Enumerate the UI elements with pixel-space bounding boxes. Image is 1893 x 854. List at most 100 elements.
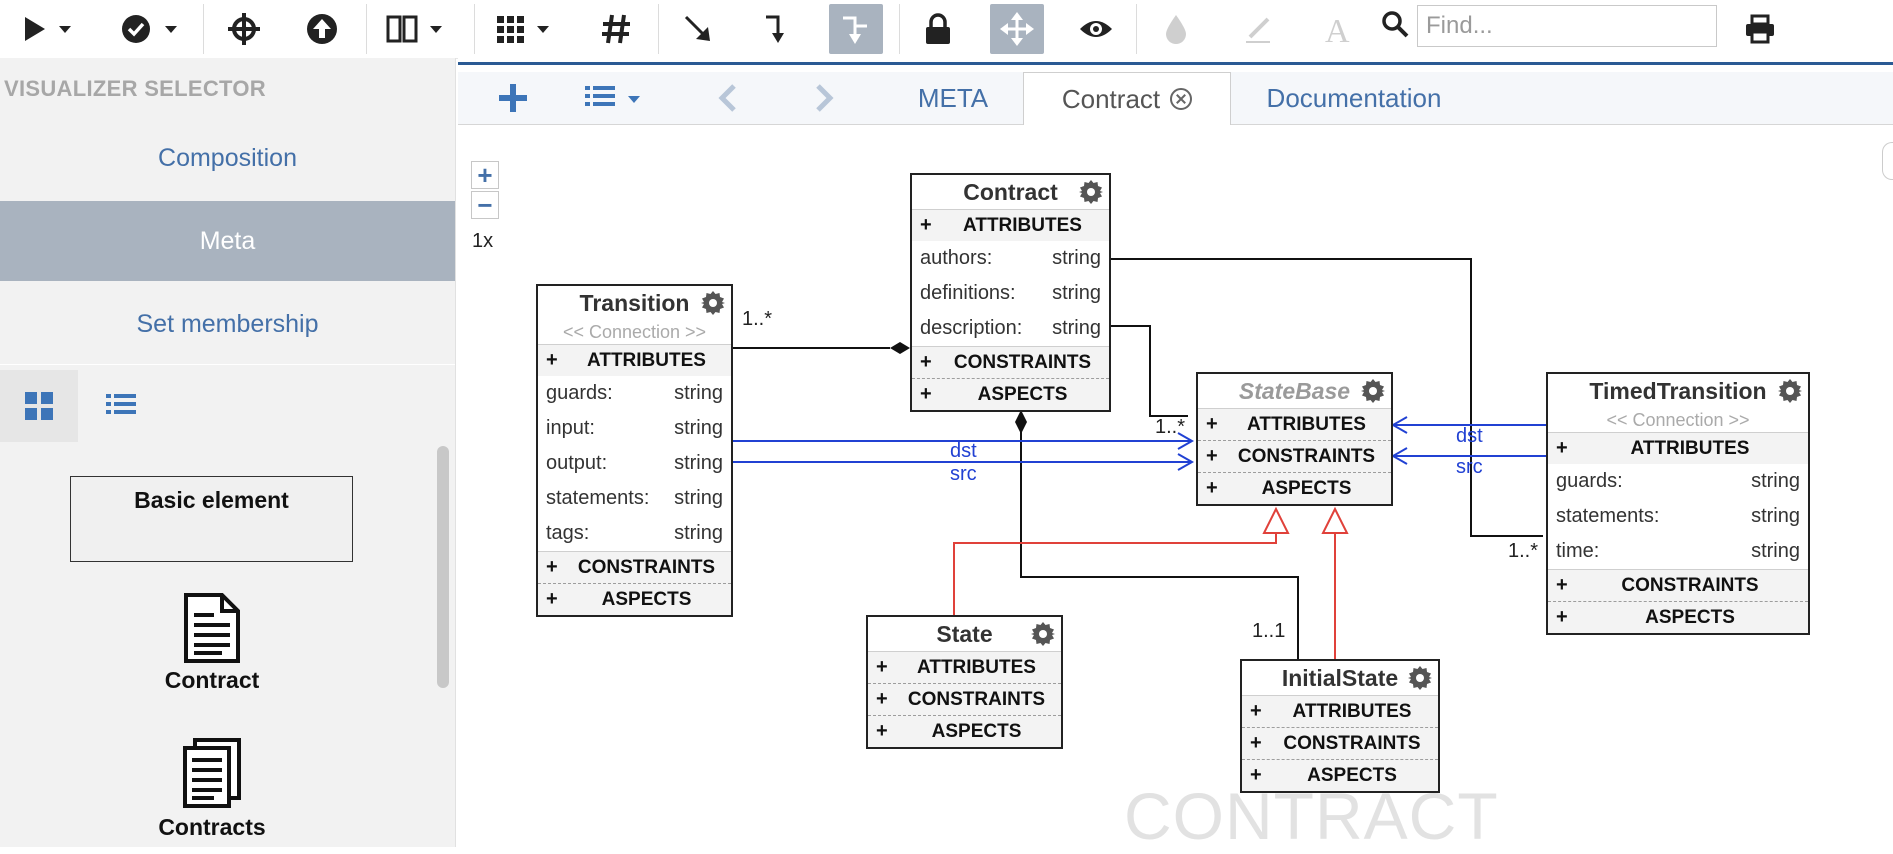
visualizer-composition[interactable]: Composition: [158, 143, 297, 172]
attribute-row[interactable]: input:string: [546, 417, 723, 439]
tab-prev-button[interactable]: [708, 72, 748, 124]
check-dropdown-button[interactable]: [118, 4, 182, 54]
uml-node-state[interactable]: State +ATTRIBUTES +CONSTRAINTS +ASPECTS: [866, 615, 1063, 749]
fill-color-button[interactable]: [1156, 4, 1196, 54]
attribute-row[interactable]: statements:string: [1556, 505, 1800, 527]
statebase-contract-containment[interactable]: [1111, 325, 1188, 417]
expand-plus-icon[interactable]: +: [1250, 700, 1262, 722]
close-tab-icon[interactable]: [1170, 88, 1193, 110]
gear-icon[interactable]: [1031, 622, 1055, 646]
expand-plus-icon[interactable]: +: [1250, 732, 1262, 754]
gear-icon[interactable]: [1079, 180, 1103, 204]
gear-icon[interactable]: [701, 291, 725, 315]
initialstate-contract-containment[interactable]: [1020, 410, 1299, 659]
gear-icon[interactable]: [1408, 666, 1432, 690]
constraints-section[interactable]: +CONSTRAINTS: [868, 683, 1061, 715]
lock-button[interactable]: [916, 4, 960, 54]
visualizer-set-membership[interactable]: Set membership: [136, 309, 319, 338]
expand-plus-icon[interactable]: +: [920, 214, 932, 236]
aspects-section[interactable]: +ASPECTS: [1548, 601, 1808, 633]
attribute-row[interactable]: authors:string: [920, 247, 1101, 269]
aspects-section[interactable]: +ASPECTS: [1198, 472, 1391, 504]
uml-node-timedtransition[interactable]: TimedTransition << Connection >> +ATTRIB…: [1546, 372, 1810, 635]
tab-next-button[interactable]: [804, 72, 844, 124]
uml-node-contract[interactable]: Contract +ATTRIBUTES authors:string defi…: [910, 173, 1111, 412]
attributes-section[interactable]: +ATTRIBUTES: [1198, 408, 1391, 440]
uml-node-initialstate[interactable]: InitialState +ATTRIBUTES +CONSTRAINTS +A…: [1240, 659, 1440, 793]
connection-arrow-button[interactable]: [676, 4, 720, 54]
print-button[interactable]: [1736, 4, 1784, 54]
attribute-row[interactable]: tags:string: [546, 522, 723, 544]
zoom-in-button[interactable]: +: [471, 160, 499, 190]
play-dropdown-button[interactable]: [14, 4, 78, 54]
palette-item-contract[interactable]: Contract: [112, 593, 312, 694]
attribute-row[interactable]: description:string: [920, 317, 1101, 339]
constraints-section[interactable]: +CONSTRAINTS: [912, 346, 1109, 378]
uml-node-transition[interactable]: Transition << Connection >> +ATTRIBUTES …: [536, 284, 733, 617]
expand-plus-icon[interactable]: +: [546, 349, 558, 371]
palette-basic-element[interactable]: Basic element: [70, 476, 353, 562]
tab-documentation[interactable]: Documentation: [1266, 82, 1442, 113]
expand-plus-icon[interactable]: +: [876, 656, 888, 678]
route-connection-button[interactable]: [829, 4, 883, 54]
expand-plus-icon[interactable]: +: [920, 383, 932, 405]
visualizer-meta[interactable]: Meta: [0, 201, 455, 281]
aspects-section[interactable]: +ASPECTS: [1242, 759, 1438, 791]
attribute-row[interactable]: output:string: [546, 452, 723, 474]
constraints-section[interactable]: +CONSTRAINTS: [1198, 440, 1391, 472]
split-view-dropdown-button[interactable]: [384, 4, 448, 54]
crosshair-button[interactable]: [222, 4, 266, 54]
timedtransition-contract-containment[interactable]: [1111, 258, 1543, 537]
attribute-row[interactable]: guards:string: [1556, 470, 1800, 492]
tab-list-view[interactable]: [82, 370, 160, 442]
palette-item-contracts[interactable]: Contracts: [112, 738, 312, 841]
border-color-button[interactable]: [1236, 4, 1280, 54]
attribute-row[interactable]: time:string: [1556, 540, 1800, 562]
aspects-section[interactable]: +ASPECTS: [538, 583, 731, 615]
expand-plus-icon[interactable]: +: [1556, 437, 1568, 459]
add-tab-button[interactable]: [488, 72, 538, 124]
gear-icon[interactable]: [1361, 379, 1385, 403]
expand-plus-icon[interactable]: +: [1206, 477, 1218, 499]
attribute-row[interactable]: guards:string: [546, 382, 723, 404]
tab-contract[interactable]: Contract: [1023, 72, 1231, 125]
attribute-row[interactable]: statements:string: [546, 487, 723, 509]
expand-plus-icon[interactable]: +: [1556, 574, 1568, 596]
attributes-section[interactable]: +ATTRIBUTES: [1242, 695, 1438, 727]
constraints-section[interactable]: +CONSTRAINTS: [1548, 569, 1808, 601]
zoom-out-button[interactable]: −: [471, 190, 499, 220]
state-inherits-statebase[interactable]: [953, 533, 1277, 615]
palette-scrollbar[interactable]: [437, 446, 449, 688]
upload-button[interactable]: [300, 4, 344, 54]
constraints-section[interactable]: +CONSTRAINTS: [538, 551, 731, 583]
attributes-section[interactable]: +ATTRIBUTES: [538, 344, 731, 376]
elbow-connection-button[interactable]: [756, 4, 800, 54]
move-button[interactable]: [990, 4, 1044, 54]
attributes-section[interactable]: +ATTRIBUTES: [1548, 432, 1808, 464]
hashtag-button[interactable]: [594, 4, 638, 54]
expand-plus-icon[interactable]: +: [1206, 445, 1218, 467]
uml-node-statebase[interactable]: StateBase +ATTRIBUTES +CONSTRAINTS +ASPE…: [1196, 372, 1393, 506]
expand-plus-icon[interactable]: +: [546, 556, 558, 578]
gear-icon[interactable]: [1778, 379, 1802, 403]
expand-plus-icon[interactable]: +: [1250, 764, 1262, 786]
expand-plus-icon[interactable]: +: [876, 720, 888, 742]
expand-plus-icon[interactable]: +: [1556, 606, 1568, 628]
expand-plus-icon[interactable]: +: [876, 688, 888, 710]
tab-meta[interactable]: META: [917, 82, 989, 113]
aspects-section[interactable]: +ASPECTS: [868, 715, 1061, 747]
attributes-section[interactable]: +ATTRIBUTES: [912, 209, 1109, 241]
attribute-row[interactable]: definitions:string: [920, 282, 1101, 304]
grid-dropdown-button[interactable]: [494, 4, 556, 54]
constraints-section[interactable]: +CONSTRAINTS: [1242, 727, 1438, 759]
tab-grid-view[interactable]: [0, 370, 78, 442]
expand-plus-icon[interactable]: +: [1206, 413, 1218, 435]
expand-plus-icon[interactable]: +: [920, 351, 932, 373]
attributes-section[interactable]: +ATTRIBUTES: [868, 651, 1061, 683]
aspects-section[interactable]: +ASPECTS: [912, 378, 1109, 410]
text-color-button[interactable]: A: [1316, 4, 1360, 54]
visibility-button[interactable]: [1074, 4, 1118, 54]
tab-list-dropdown-button[interactable]: [582, 72, 648, 124]
expand-plus-icon[interactable]: +: [546, 588, 558, 610]
find-input[interactable]: [1417, 5, 1717, 47]
